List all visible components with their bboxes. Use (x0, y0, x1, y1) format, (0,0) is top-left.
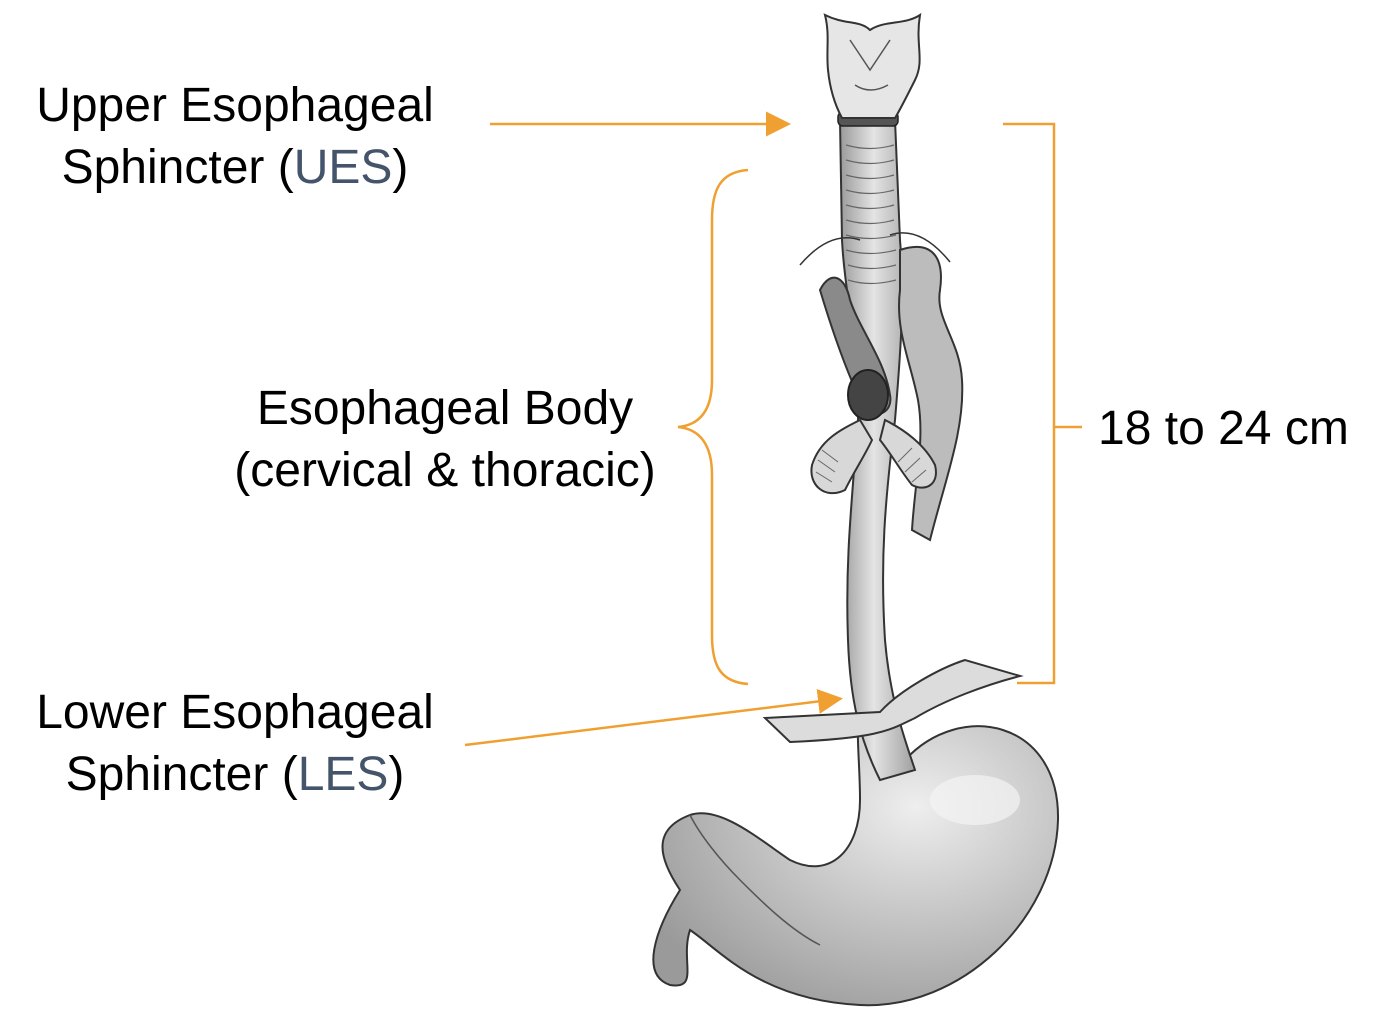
les-label-suffix: ) (388, 748, 404, 801)
les-label-prefix: Sphincter ( (66, 748, 298, 801)
ues-abbreviation: UES (294, 141, 393, 194)
stomach-illustration (653, 700, 1058, 1005)
les-abbreviation: LES (298, 748, 389, 801)
esophageal-body-label-line2: (cervical & thoracic) (200, 440, 690, 502)
esophageal-body-label-line1: Esophageal Body (200, 378, 690, 440)
larynx-illustration (825, 15, 920, 118)
length-bracket (1003, 124, 1082, 683)
les-label-line1: Lower Esophageal (10, 682, 460, 744)
ues-label-line2: Sphincter (UES) (10, 137, 460, 199)
ues-label-line1: Upper Esophageal (10, 75, 460, 137)
les-label: Lower Esophageal Sphincter (LES) (10, 682, 460, 806)
esophagus-length-label: 18 to 24 cm (1098, 398, 1388, 460)
ues-label: Upper Esophageal Sphincter (UES) (10, 75, 460, 199)
esophageal-body-label: Esophageal Body (cervical & thoracic) (200, 378, 690, 502)
ues-label-suffix: ) (392, 141, 408, 194)
les-label-line2: Sphincter (LES) (10, 744, 460, 806)
ues-label-prefix: Sphincter ( (62, 141, 294, 194)
